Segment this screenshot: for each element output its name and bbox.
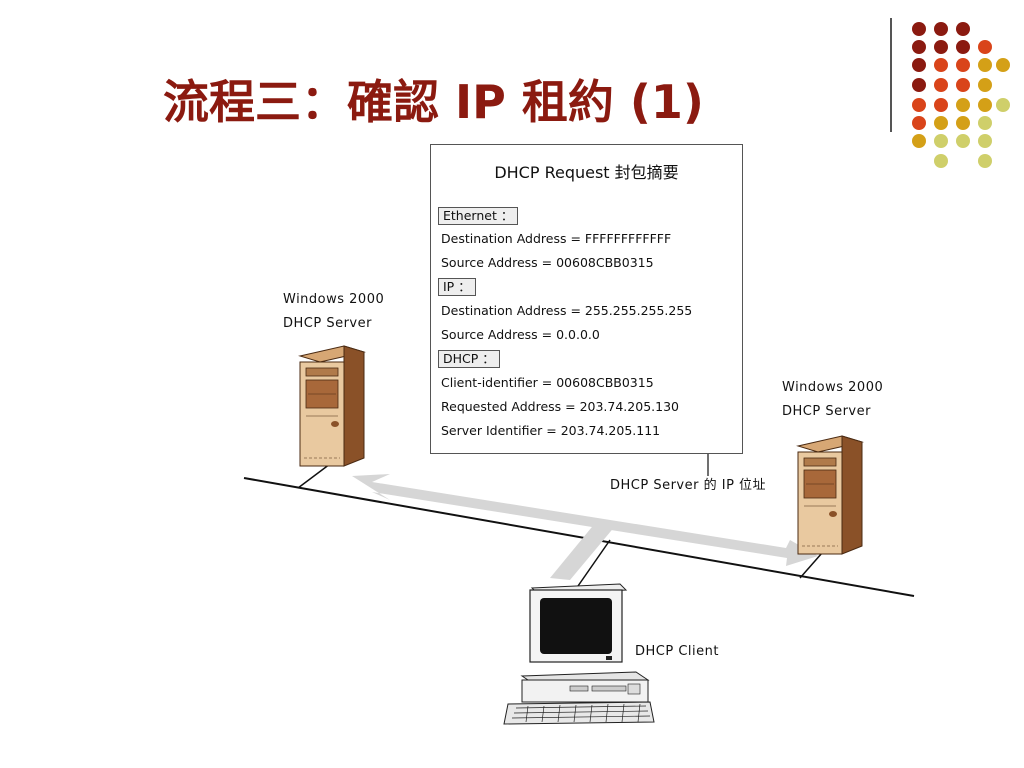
- right-server-label-role: DHCP Server: [782, 404, 871, 419]
- decorative-dot: [912, 98, 926, 112]
- left-server-label-os: Windows 2000: [283, 292, 385, 307]
- decorative-dot: [956, 58, 970, 72]
- ip-destination-row: Destination Address = 255.255.255.255: [441, 303, 693, 318]
- ethernet-destination-row: Destination Address = FFFFFFFFFFFF: [441, 231, 672, 246]
- decorative-dot: [934, 134, 948, 148]
- dhcp-server-identifier-row: Server Identifier = 203.74.205.111: [441, 423, 661, 438]
- decorative-dot: [912, 116, 926, 130]
- decorative-dot: [956, 134, 970, 148]
- decorative-dot: [978, 78, 992, 92]
- ip-source-row: Source Address = 0.0.0.0: [441, 327, 600, 342]
- decorative-divider: [890, 18, 892, 132]
- dhcp-client-identifier-row: Client-identifier = 00608CBB0315: [441, 375, 654, 390]
- decorative-dot: [978, 98, 992, 112]
- decorative-dot: [996, 98, 1010, 112]
- left-server-link: [297, 463, 331, 489]
- decorative-dot: [956, 78, 970, 92]
- decorative-dot: [978, 116, 992, 130]
- dhcp-requested-address-row: Requested Address = 203.74.205.130: [441, 399, 679, 414]
- ip-section-tag: IP ：: [438, 278, 476, 296]
- right-server-label-os: Windows 2000: [782, 380, 884, 395]
- dhcp-section-tag: DHCP ：: [438, 350, 500, 368]
- decorative-dot: [934, 116, 948, 130]
- decorative-dot: [934, 98, 948, 112]
- decorative-dot: [912, 22, 926, 36]
- server-ip-annotation: DHCP Server 的 IP 位址: [610, 478, 767, 493]
- decorative-dot: [956, 98, 970, 112]
- left-server-icon: [298, 345, 366, 467]
- decorative-dot: [912, 40, 926, 54]
- right-server-link: [799, 552, 823, 579]
- decorative-dot: [978, 134, 992, 148]
- decorative-dot: [978, 40, 992, 54]
- packet-summary-heading: DHCP Request 封包摘要: [494, 163, 679, 182]
- client-label: DHCP Client: [635, 644, 719, 659]
- left-server-label-role: DHCP Server: [283, 316, 372, 331]
- decorative-dot: [956, 40, 970, 54]
- decorative-dot: [934, 22, 948, 36]
- decorative-dot: [934, 78, 948, 92]
- decorative-dot: [912, 78, 926, 92]
- slide-title: 流程三：確認 IP 租約 (1): [163, 75, 704, 129]
- client-link: [577, 539, 611, 587]
- decorative-dot: [978, 58, 992, 72]
- packet-summary-box: DHCP Request 封包摘要 Ethernet ： Destination…: [430, 144, 743, 454]
- decorative-dot: [956, 116, 970, 130]
- decorative-dot: [956, 22, 970, 36]
- decorative-dot: [912, 58, 926, 72]
- broadcast-arrow: [352, 474, 818, 580]
- decorative-dot: [934, 58, 948, 72]
- decorative-dot: [912, 134, 926, 148]
- decorative-dot: [996, 58, 1010, 72]
- decorative-dot: [934, 154, 948, 168]
- ethernet-section-tag: Ethernet ：: [438, 207, 519, 225]
- client-computer-icon: [503, 583, 655, 725]
- decorative-dot: [934, 40, 948, 54]
- decorative-dot: [978, 154, 992, 168]
- right-server-icon: [796, 435, 864, 555]
- ethernet-source-row: Source Address = 00608CBB0315: [441, 255, 654, 270]
